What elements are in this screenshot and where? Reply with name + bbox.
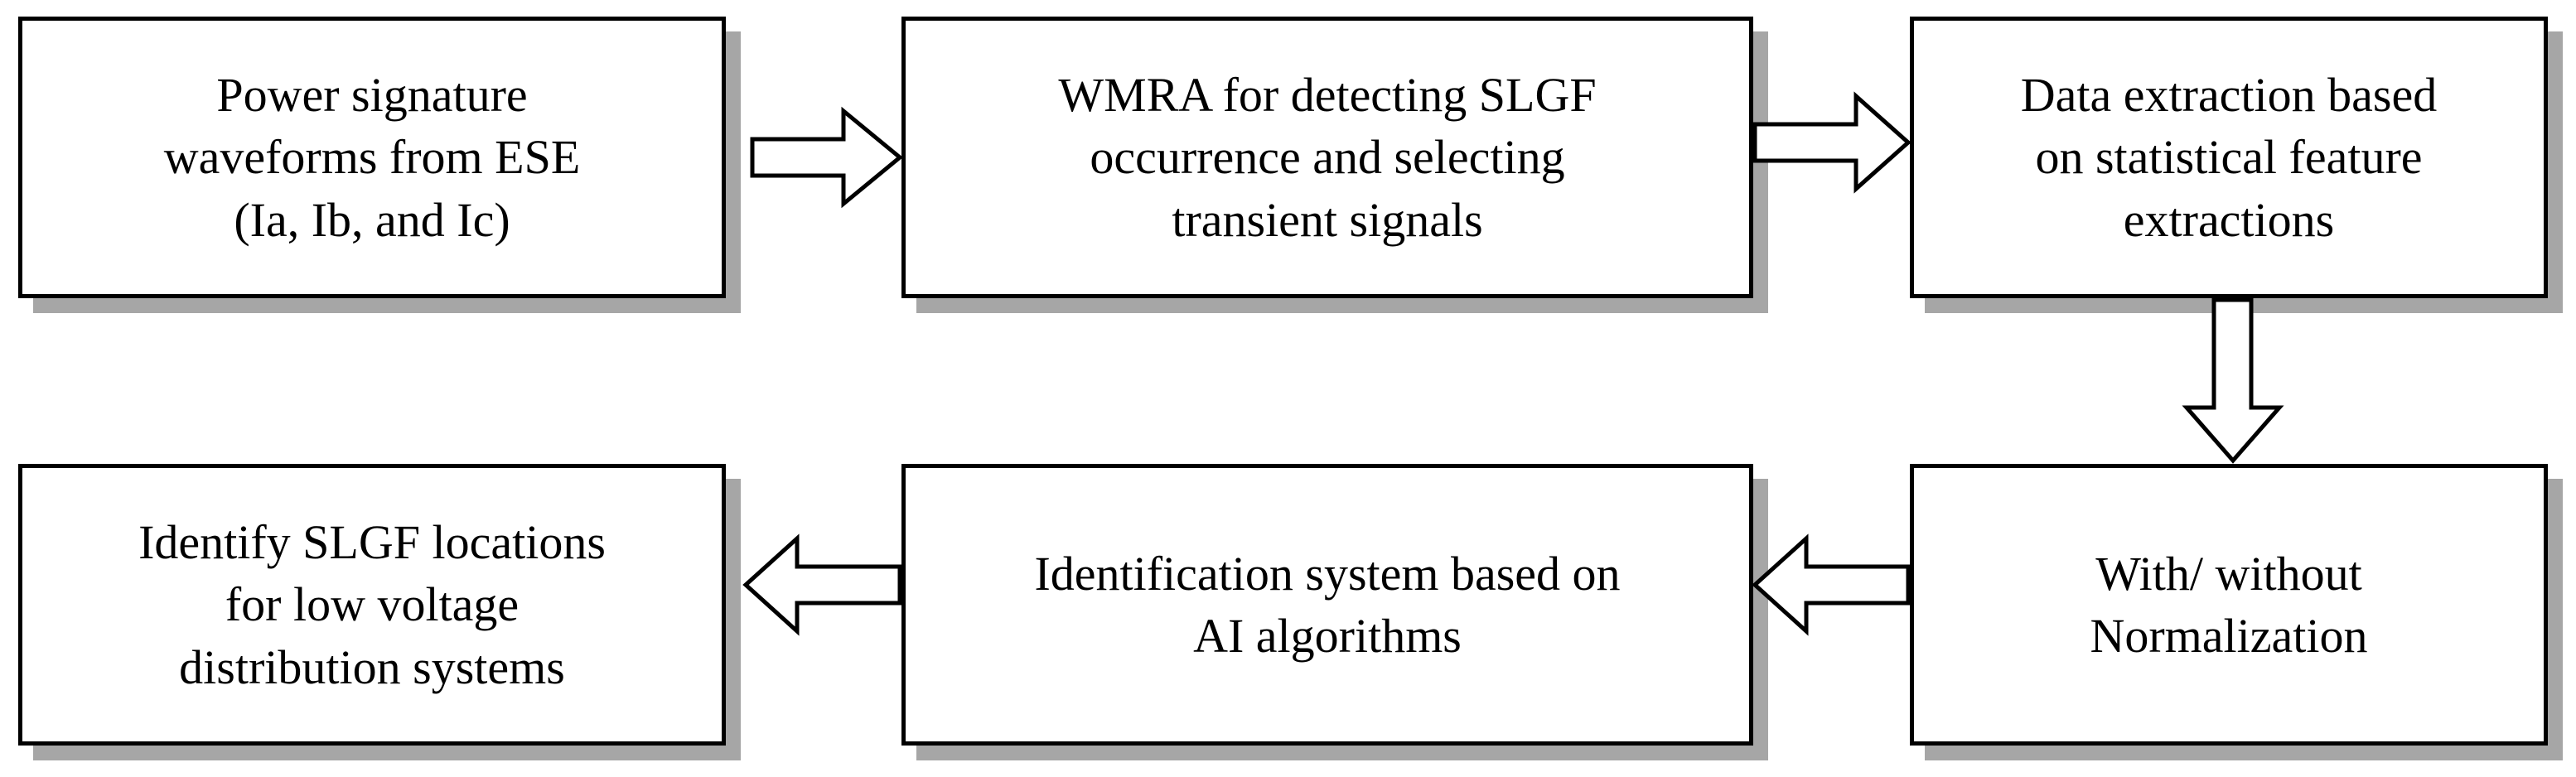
- data-extraction-label: Data extraction based on statistical fea…: [2020, 67, 2438, 247]
- arrow-left-icon: [1752, 533, 1911, 636]
- identification-system-label: Identification system based on AI algori…: [1034, 546, 1621, 663]
- arrow-right-icon: [1752, 91, 1911, 194]
- arrow-right-icon: [750, 106, 903, 209]
- wmra-label: WMRA for detecting SLGF occurrence and s…: [1058, 67, 1597, 247]
- arrow-down-icon: [2182, 297, 2284, 464]
- identify-locations-label: Identify SLGF locations for low voltage …: [138, 514, 606, 694]
- normalization-box: With/ without Normalization: [1910, 464, 2548, 746]
- arrow-left-icon: [742, 533, 902, 636]
- normalization-label: With/ without Normalization: [2090, 546, 2368, 663]
- power-signature-box: Power signature waveforms from ESE (Ia, …: [18, 17, 726, 298]
- power-signature-label: Power signature waveforms from ESE (Ia, …: [163, 67, 581, 247]
- identify-locations-box: Identify SLGF locations for low voltage …: [18, 464, 726, 746]
- data-extraction-box: Data extraction based on statistical fea…: [1910, 17, 2548, 298]
- identification-system-box: Identification system based on AI algori…: [901, 464, 1753, 746]
- wmra-box: WMRA for detecting SLGF occurrence and s…: [901, 17, 1753, 298]
